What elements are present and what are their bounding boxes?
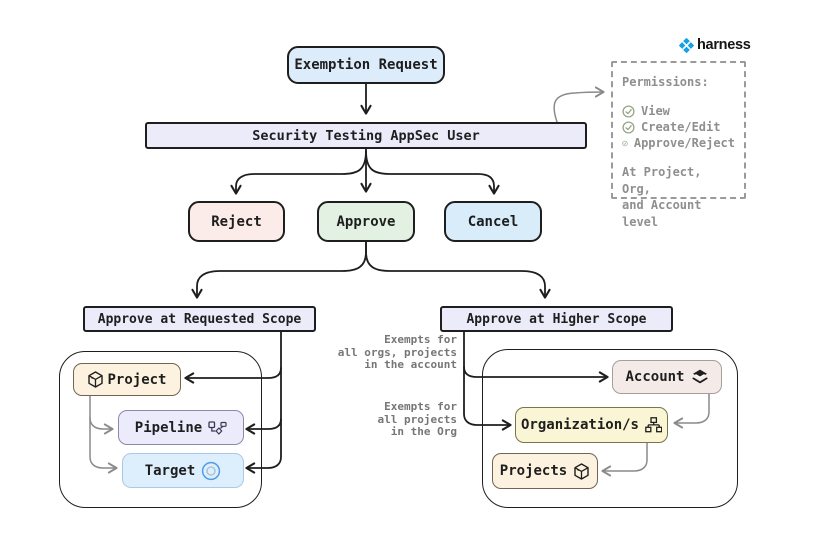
- permissions-title: Permissions:: [622, 75, 709, 89]
- node-higher-scope-header: Approve at Higher Scope: [440, 306, 673, 332]
- permission-item-label: View: [641, 104, 670, 118]
- harness-logo-text: harness: [697, 37, 751, 53]
- permission-item-label: Approve/Reject: [633, 136, 735, 150]
- node-organizations: Organization/s: [515, 407, 668, 443]
- annotation-org-exempt: Exempts for all projects in the Org: [377, 400, 457, 438]
- node-account: Account: [612, 360, 722, 394]
- org-chart-icon: [645, 417, 662, 433]
- layers-icon: [692, 369, 707, 384]
- cube-icon: [574, 462, 589, 480]
- node-requested-scope-header: Approve at Requested Scope: [83, 306, 316, 332]
- requested-scope-container: [59, 351, 262, 508]
- node-exemption-request: Exemption Request: [287, 46, 445, 84]
- pipeline-icon: [208, 420, 227, 435]
- node-target: Target: [122, 453, 244, 488]
- node-cancel: Cancel: [444, 201, 542, 242]
- node-pipeline: Pipeline: [118, 410, 244, 445]
- node-projects: Projects: [492, 453, 598, 489]
- node-approve: Approve: [317, 201, 415, 242]
- harness-logo-icon: [679, 37, 694, 53]
- harness-logo: harness: [679, 37, 751, 53]
- node-project: Project: [73, 363, 181, 396]
- permission-item: View: [622, 103, 735, 119]
- higher-scope-container: [482, 349, 738, 508]
- permissions-panel: Permissions: View Create/Edit Approve/Re…: [611, 61, 746, 229]
- check-circle-icon: [622, 104, 635, 118]
- permission-item: Create/Edit: [622, 119, 735, 135]
- permissions-footer: At Project, Org, and Account level: [622, 165, 702, 229]
- node-appsec-user: Security Testing AppSec User: [145, 122, 587, 149]
- target-icon: [202, 461, 221, 480]
- cube-icon: [88, 371, 104, 388]
- permission-item-label: Create/Edit: [641, 120, 721, 134]
- annotation-account-exempt: Exempts for all orgs, projects in the ac…: [337, 333, 457, 371]
- permission-item: Approve/Reject: [622, 135, 735, 151]
- check-circle-icon: [622, 120, 635, 134]
- node-reject: Reject: [188, 201, 285, 242]
- check-circle-icon: [622, 140, 628, 146]
